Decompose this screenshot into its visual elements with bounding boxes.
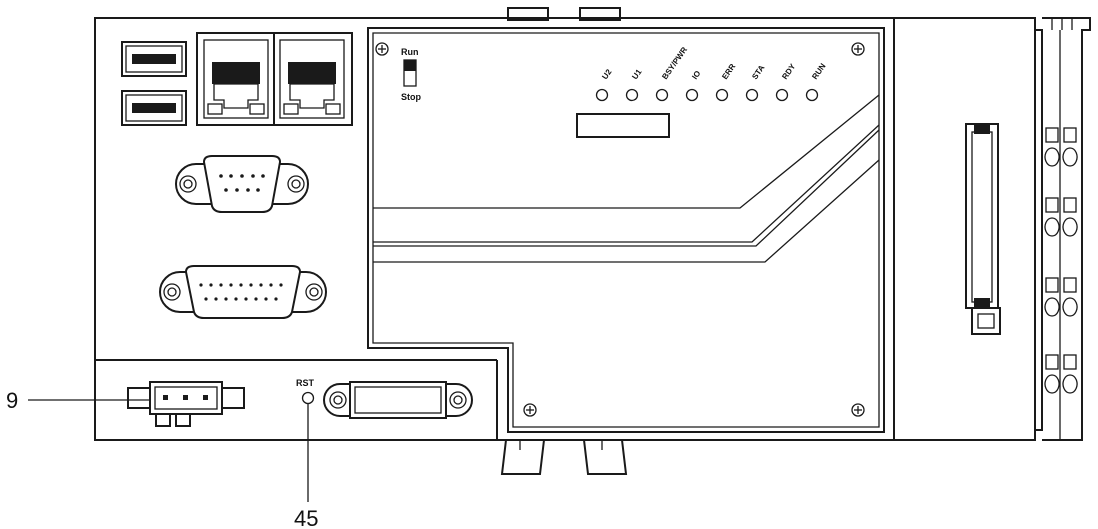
svg-text:RUN: RUN: [810, 62, 827, 82]
screw-icon: [851, 42, 865, 56]
led-sta: STA: [745, 63, 767, 102]
label-window: [576, 113, 670, 138]
reset-label: RST: [296, 378, 315, 388]
svg-text:ERR: ERR: [720, 62, 737, 81]
callout-9-label: 9: [6, 388, 18, 413]
terminal-block: [1034, 17, 1091, 441]
callout-45-label: 45: [294, 506, 318, 529]
ethernet-port: [203, 39, 269, 119]
screw-icon: [375, 42, 389, 56]
led-io: IO: [685, 69, 702, 102]
front-panel: [367, 27, 885, 433]
reset-button[interactable]: RST: [296, 378, 315, 405]
led-run: RUN: [805, 62, 828, 102]
led-bsy-pwr: BSY/PWR: [655, 45, 689, 102]
bottom-clips: [500, 439, 628, 475]
svg-text:STA: STA: [750, 63, 766, 81]
callout-45: 45: [294, 404, 318, 529]
terminal-clamp: [1044, 197, 1078, 237]
usb-port[interactable]: [121, 41, 187, 77]
light-pipes: [373, 94, 880, 263]
panel-screws: [375, 42, 865, 417]
ethernet-port: [279, 39, 345, 119]
led-u2: U2: [595, 67, 614, 102]
led-u1: U1: [625, 67, 644, 102]
screw-icon: [523, 403, 537, 417]
svg-text:IO: IO: [690, 69, 702, 81]
terminal-clamp: [1044, 354, 1078, 394]
terminal-clamp: [1044, 127, 1078, 167]
led-rdy: RDY: [775, 62, 798, 102]
screw-icon: [851, 403, 865, 417]
memory-card-slot[interactable]: [965, 123, 1001, 335]
housing-outline: [94, 17, 1036, 441]
svg-text:BSY/PWR: BSY/PWR: [660, 45, 689, 81]
serial-port-db9[interactable]: [175, 155, 309, 213]
switch-stop-label: Stop: [401, 92, 421, 102]
ethernet-ports[interactable]: [196, 32, 353, 126]
led-row: U2 U1 BSY/PWR IO ERR STA RDY RUN: [595, 45, 828, 102]
svg-text:RDY: RDY: [780, 62, 797, 82]
callout-9: 9: [6, 388, 150, 413]
power-connector[interactable]: [127, 381, 245, 427]
svg-text:U2: U2: [600, 67, 614, 81]
run-stop-switch[interactable]: Run Stop: [401, 47, 421, 102]
svg-text:U1: U1: [630, 67, 644, 81]
serial-port-db15[interactable]: [159, 265, 327, 319]
usb-port[interactable]: [121, 90, 187, 126]
service-port[interactable]: [323, 381, 473, 419]
switch-run-label: Run: [401, 47, 419, 57]
led-err: ERR: [715, 62, 737, 102]
terminal-clamp: [1044, 277, 1078, 317]
